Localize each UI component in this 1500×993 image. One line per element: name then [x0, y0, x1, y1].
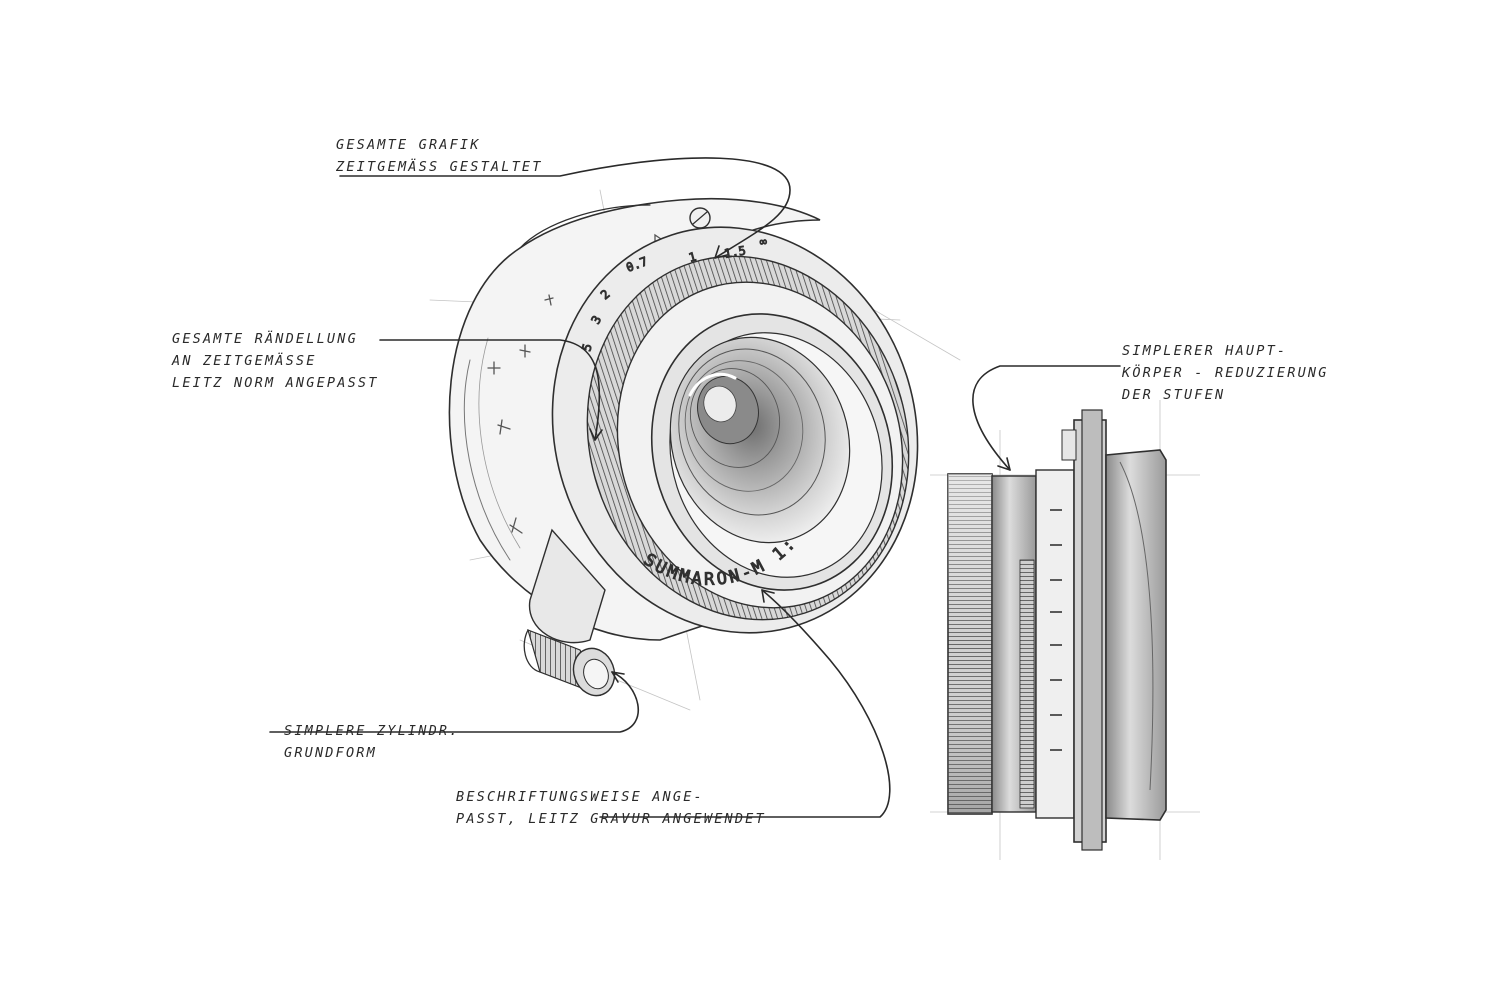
annotation-zylinder: Simplere Zylindr. Grundform	[284, 720, 460, 764]
focus-knob	[523, 629, 616, 697]
annotation-beschriftung: Beschriftungsweise ange- passt, Leitz Gr…	[456, 786, 766, 830]
focus-scale-ring	[1035, 469, 1075, 819]
annotation-grafik: Gesamte Grafik zeitgemäss gestaltet	[336, 134, 543, 178]
distance-mark: 1.5	[723, 243, 747, 261]
annotation-line: Simplerer Haupt-	[1122, 343, 1288, 359]
annotation-line: Grundform	[284, 745, 377, 761]
distance-scale: 0.7 1 1.5 2 3 5 ∞	[579, 234, 768, 353]
annotation-hauptkoerper: Simplerer Haupt- körper - Reduzierung de…	[1122, 340, 1329, 406]
lens-side-view	[930, 400, 1200, 860]
annotation-raendelung: Gesamte Rändellung an zeitgemässe Leitz …	[172, 328, 379, 394]
distance-mark: 5	[579, 342, 594, 353]
distance-mark: 1	[687, 250, 698, 265]
rear-bayonet	[1105, 449, 1167, 821]
annotation-line: Gesamte Grafik	[336, 137, 481, 153]
distance-mark: ∞	[759, 234, 767, 249]
annotation-line: Leitz Norm angepasst	[172, 375, 379, 391]
front-barrel	[650, 313, 894, 591]
bayonet-mount	[448, 197, 821, 644]
leader-lines	[269, 157, 1121, 818]
annotation-line: an zeitgemässe	[172, 353, 317, 369]
annotation-line: zeitgemäss gestaltet	[336, 159, 543, 175]
annotation-line: passt, Leitz Gravur angewendet	[456, 811, 766, 827]
annotation-line: Gesamte Rändellung	[172, 331, 358, 347]
annotation-line: der Stufen	[1122, 387, 1226, 403]
lens-perspective-view: 0.7 1 1.5 2 3 5 ∞ SUMMARON-M 1:5.6/28	[0, 0, 961, 711]
annotation-line: Simplere Zylindr.	[284, 723, 460, 739]
annotation-line: körper - Reduzierung	[1122, 365, 1329, 381]
annotation-line: Beschriftungsweise ange-	[456, 789, 704, 805]
